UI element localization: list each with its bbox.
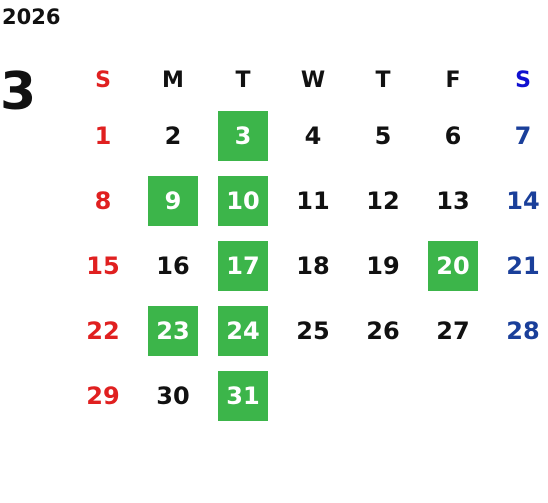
day-number: 16 bbox=[156, 251, 190, 280]
day-number: 18 bbox=[296, 251, 330, 280]
day-cell-highlighted[interactable]: 9 bbox=[138, 168, 208, 233]
day-number: 3 bbox=[218, 110, 268, 161]
day-number: 6 bbox=[444, 121, 462, 150]
day-number: 12 bbox=[366, 186, 400, 215]
day-cell[interactable]: 1 bbox=[68, 103, 138, 168]
day-cell[interactable]: 18 bbox=[278, 233, 348, 298]
day-number: 17 bbox=[218, 240, 268, 291]
day-number: 20 bbox=[428, 240, 478, 291]
day-cell[interactable]: 28 bbox=[488, 298, 548, 363]
day-cell[interactable]: 8 bbox=[68, 168, 138, 233]
day-number: 4 bbox=[304, 121, 322, 150]
day-number: 24 bbox=[218, 305, 268, 356]
day-cell-highlighted[interactable]: 17 bbox=[208, 233, 278, 298]
day-cell[interactable]: 14 bbox=[488, 168, 548, 233]
day-number: 27 bbox=[436, 316, 470, 345]
day-number: 25 bbox=[296, 316, 330, 345]
weekday-header-sunday: S bbox=[95, 67, 111, 93]
day-cell[interactable]: 22 bbox=[68, 298, 138, 363]
day-cell[interactable]: 16 bbox=[138, 233, 208, 298]
day-number: 23 bbox=[148, 305, 198, 356]
day-cell-highlighted[interactable]: 24 bbox=[208, 298, 278, 363]
day-cell-highlighted[interactable]: 31 bbox=[208, 363, 278, 428]
day-number: 26 bbox=[366, 316, 400, 345]
day-number: 28 bbox=[506, 316, 540, 345]
day-number: 7 bbox=[514, 121, 532, 150]
day-number: 30 bbox=[156, 381, 190, 410]
day-number: 1 bbox=[94, 121, 112, 150]
weekday-header-thursday: T bbox=[375, 67, 391, 93]
day-number: 19 bbox=[366, 251, 400, 280]
day-cell-highlighted[interactable]: 10 bbox=[208, 168, 278, 233]
day-cell[interactable]: 4 bbox=[278, 103, 348, 168]
day-cell-highlighted[interactable]: 3 bbox=[208, 103, 278, 168]
day-number: 31 bbox=[218, 370, 268, 421]
day-cell[interactable]: 26 bbox=[348, 298, 418, 363]
day-cell[interactable]: 29 bbox=[68, 363, 138, 428]
day-cell[interactable]: 21 bbox=[488, 233, 548, 298]
weekday-header-saturday: S bbox=[515, 67, 531, 93]
day-cell[interactable]: 11 bbox=[278, 168, 348, 233]
weekday-header-wednesday: W bbox=[300, 67, 326, 93]
weekday-header-tuesday: T bbox=[235, 67, 251, 93]
day-cell[interactable]: 27 bbox=[418, 298, 488, 363]
day-cell[interactable]: 30 bbox=[138, 363, 208, 428]
weekday-header-monday: M bbox=[162, 67, 184, 93]
day-number: 2 bbox=[164, 121, 182, 150]
day-number: 22 bbox=[86, 316, 120, 345]
day-number: 8 bbox=[94, 186, 112, 215]
day-number: 13 bbox=[436, 186, 470, 215]
day-number: 9 bbox=[148, 175, 198, 226]
day-number: 5 bbox=[374, 121, 392, 150]
weekday-header-friday: F bbox=[445, 67, 461, 93]
day-cell[interactable]: 7 bbox=[488, 103, 548, 168]
day-number: 14 bbox=[506, 186, 540, 215]
month-number: 3 bbox=[0, 62, 37, 122]
year-label: 2026 bbox=[2, 5, 61, 29]
day-number: 21 bbox=[506, 251, 540, 280]
day-cell[interactable]: 2 bbox=[138, 103, 208, 168]
day-number: 11 bbox=[296, 186, 330, 215]
day-cell[interactable]: 25 bbox=[278, 298, 348, 363]
day-cell[interactable]: 19 bbox=[348, 233, 418, 298]
day-cell[interactable]: 13 bbox=[418, 168, 488, 233]
day-cell[interactable]: 12 bbox=[348, 168, 418, 233]
day-number: 29 bbox=[86, 381, 120, 410]
day-number: 10 bbox=[218, 175, 268, 226]
day-cell[interactable]: 15 bbox=[68, 233, 138, 298]
day-cell-highlighted[interactable]: 23 bbox=[138, 298, 208, 363]
day-cell-highlighted[interactable]: 20 bbox=[418, 233, 488, 298]
day-cell[interactable]: 6 bbox=[418, 103, 488, 168]
day-cell[interactable]: 5 bbox=[348, 103, 418, 168]
day-number: 15 bbox=[86, 251, 120, 280]
